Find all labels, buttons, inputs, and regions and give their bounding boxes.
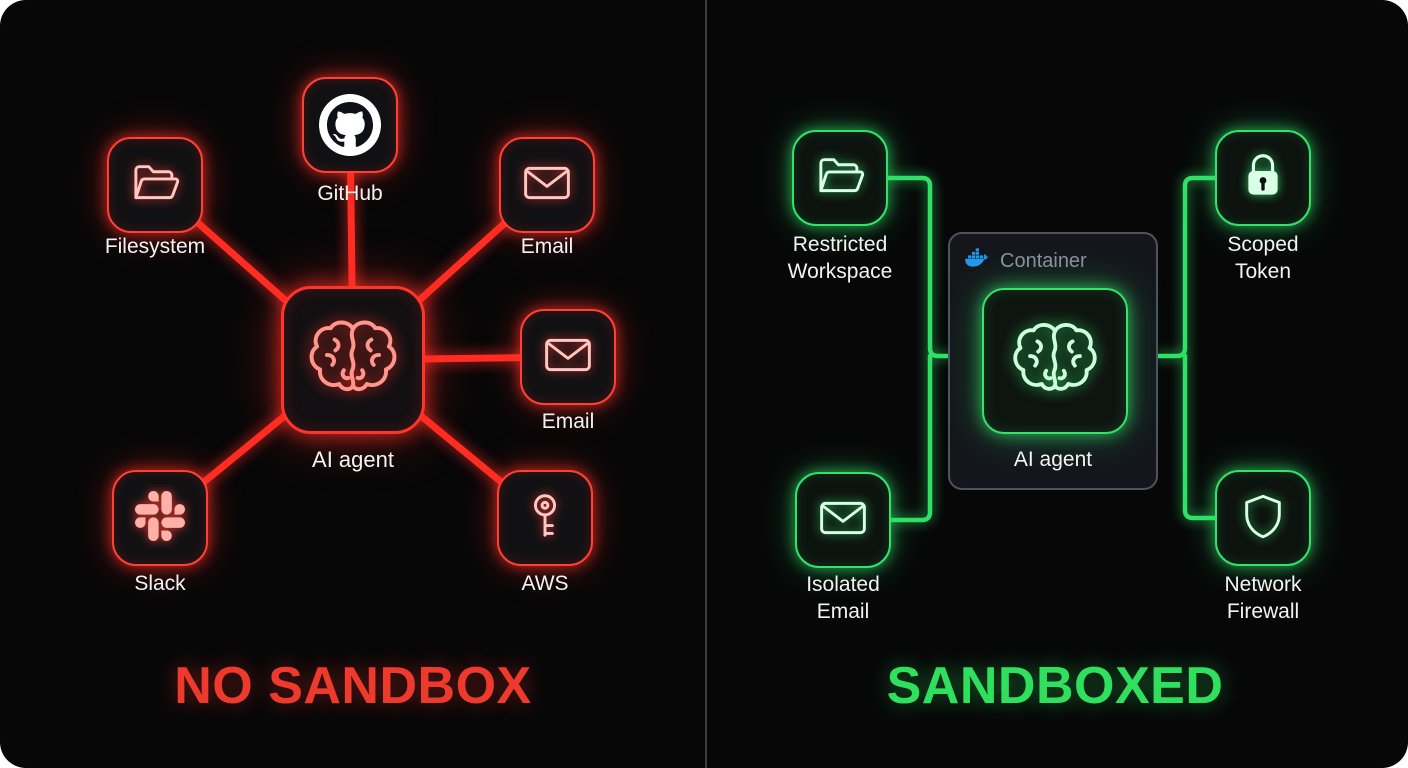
email-right-node bbox=[520, 309, 616, 405]
aws-node bbox=[497, 470, 593, 566]
filesystem-label: Filesystem bbox=[104, 235, 206, 258]
email-top-node bbox=[499, 137, 595, 233]
scoped-token-label: Scoped Token bbox=[1227, 233, 1299, 283]
key-icon bbox=[518, 489, 572, 548]
scoped-token-node bbox=[1215, 130, 1311, 226]
email-top-label: Email bbox=[520, 235, 574, 258]
shield-icon bbox=[1236, 489, 1290, 548]
filesystem-node bbox=[107, 137, 203, 233]
isolated-email-label: Isolated Email bbox=[806, 573, 880, 623]
restricted-workspace-label: Restricted Workspace bbox=[787, 233, 893, 283]
github-icon bbox=[319, 94, 381, 156]
envelope-icon bbox=[520, 156, 574, 215]
link-token-container bbox=[1155, 175, 1218, 359]
brain-icon bbox=[1008, 312, 1102, 411]
link-firewall-container bbox=[1182, 353, 1218, 521]
ai-agent-label: AI agent bbox=[312, 447, 394, 472]
folder-icon bbox=[813, 149, 867, 208]
aws-label: AWS bbox=[521, 572, 569, 595]
restricted-workspace-node bbox=[792, 130, 888, 226]
network-firewall-label: Network Firewall bbox=[1224, 573, 1302, 623]
brain-icon bbox=[304, 309, 402, 412]
panel-divider bbox=[705, 0, 707, 768]
email-right-label: Email bbox=[541, 410, 595, 433]
no-sandbox-title: NO SANDBOX bbox=[174, 657, 532, 715]
slack-icon bbox=[135, 490, 185, 546]
envelope-icon bbox=[816, 491, 870, 550]
link-isolated-email-container bbox=[888, 353, 933, 523]
isolated-email-node bbox=[795, 472, 891, 568]
sandboxed-ai-agent-label: AI agent bbox=[1013, 448, 1093, 471]
envelope-icon bbox=[541, 328, 595, 387]
container-header: Container bbox=[964, 247, 1087, 275]
container-box: Container AI agent bbox=[948, 232, 1158, 490]
sandboxed-title: SANDBOXED bbox=[886, 657, 1224, 715]
network-firewall-node bbox=[1215, 470, 1311, 566]
ai-agent-node bbox=[281, 286, 425, 434]
github-node bbox=[302, 77, 398, 173]
slack-label: Slack bbox=[134, 572, 186, 595]
container-label: Container bbox=[1000, 249, 1087, 272]
sandboxed-ai-agent-node bbox=[982, 288, 1128, 434]
lock-icon bbox=[1236, 149, 1290, 208]
slack-node bbox=[112, 470, 208, 566]
docker-icon bbox=[964, 247, 991, 275]
folder-icon bbox=[128, 156, 182, 215]
github-label: GitHub bbox=[317, 182, 383, 205]
